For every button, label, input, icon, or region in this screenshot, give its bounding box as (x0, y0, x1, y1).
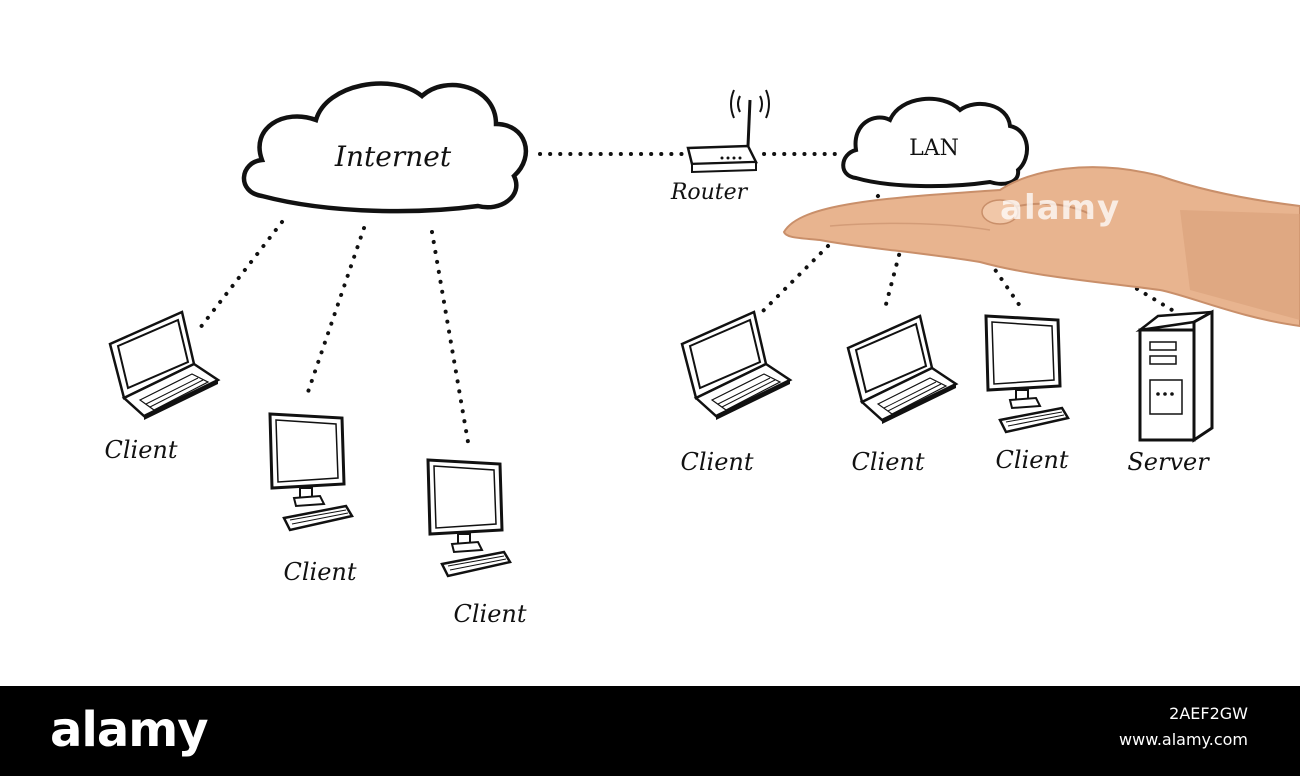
image-id: 2AEF2GW (1169, 704, 1248, 723)
desktop-icon (268, 412, 354, 532)
network-diagram (108, 81, 1300, 578)
site-url: www.alamy.com (1119, 730, 1248, 749)
laptop-icon (846, 314, 958, 426)
client-label: Client (680, 448, 754, 476)
link-internet-client-2 (306, 226, 366, 394)
laptop-icon (680, 310, 792, 422)
client-label: Client (995, 446, 1069, 474)
footer-bar: alamy 2AEF2GW www.alamy.com (0, 686, 1300, 776)
lan-label: LAN (909, 136, 959, 161)
client-label: Client (453, 600, 527, 628)
desktop-icon (984, 314, 1070, 434)
hand-image (782, 166, 1300, 328)
client-label: Client (283, 558, 357, 586)
lan-cloud-icon (841, 96, 1030, 189)
watermark: alamy (1000, 188, 1121, 228)
server-icon (1135, 309, 1214, 443)
diagram-canvas: Internet LAN Router Client Client Client… (104, 81, 1300, 628)
desktop-icon (426, 458, 512, 578)
internet-cloud-icon (241, 81, 529, 214)
client-label: Client (104, 436, 178, 464)
link-internet-client-3 (430, 230, 470, 444)
link-lan-client-1 (760, 194, 880, 314)
router-label: Router (670, 180, 748, 205)
link-internet-client-1 (198, 220, 284, 330)
client-label: Client (851, 448, 925, 476)
router-icon (686, 89, 770, 174)
laptop-icon (108, 310, 220, 422)
brand-logo: alamy (50, 702, 209, 758)
server-label: Server (1127, 448, 1209, 476)
internet-label: Internet (334, 140, 452, 173)
